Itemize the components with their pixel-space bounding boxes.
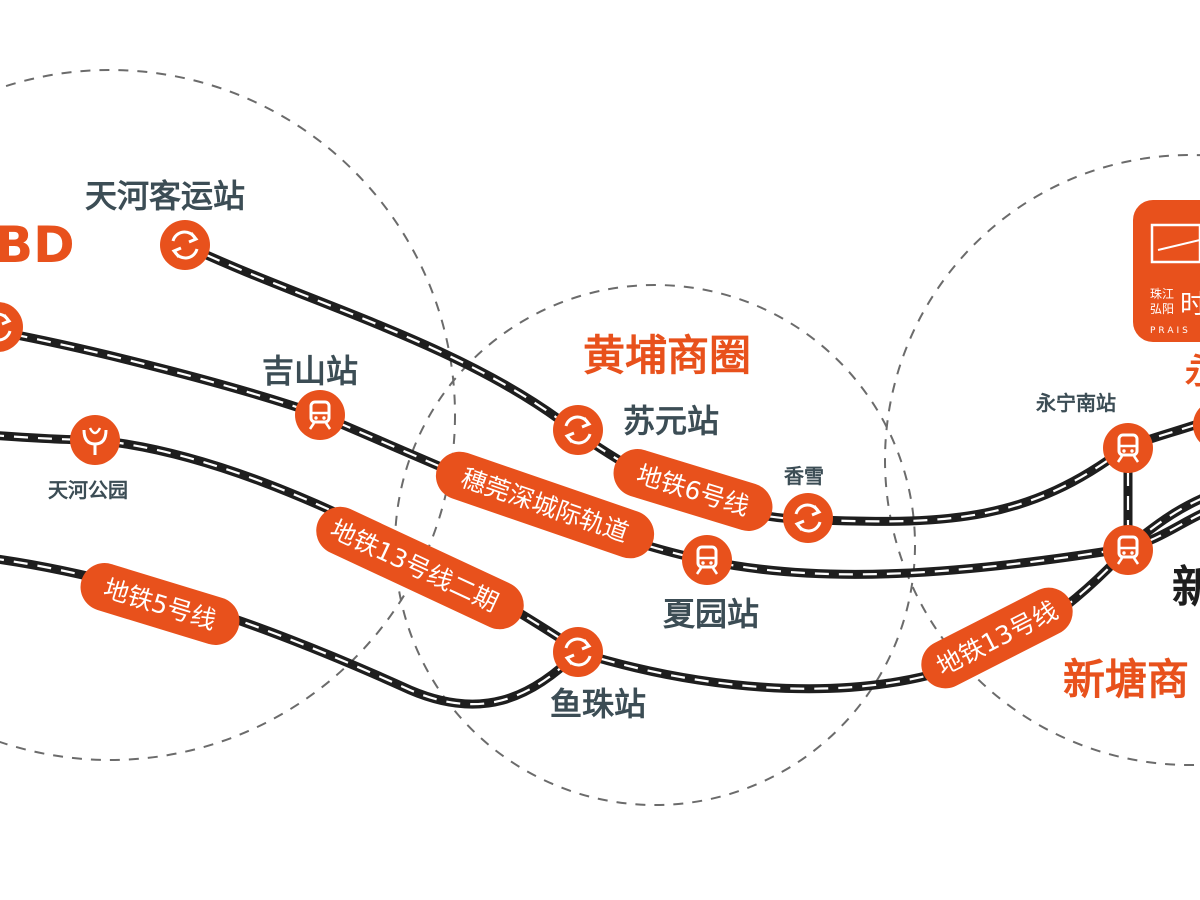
interchange-icon bbox=[781, 491, 835, 545]
metro-station-icon bbox=[1101, 421, 1155, 475]
station-label-xin-partial: 新 bbox=[1172, 562, 1200, 613]
metro-station-icon bbox=[680, 533, 734, 587]
station-label-yuzhu: 鱼珠站 bbox=[550, 685, 646, 723]
xintang-zone-circle bbox=[884, 154, 1200, 766]
station-label-tianhe-gongyuan: 天河公园 bbox=[48, 478, 128, 502]
station-label-xiayuan: 夏园站 bbox=[663, 595, 759, 633]
line5-label: 地铁5号线 bbox=[80, 563, 240, 645]
cbd-zone-circle bbox=[0, 69, 456, 761]
line13-phase2-label: 地铁13号线二期 bbox=[316, 506, 524, 630]
logo-brand-partial: 时 bbox=[1180, 290, 1200, 320]
metro-station-icon bbox=[1101, 523, 1155, 577]
huangpu-district-label: 黄埔商圈 bbox=[583, 331, 751, 380]
interchange-icon bbox=[158, 218, 212, 272]
xintang-district-label: 新塘商 bbox=[1063, 655, 1189, 704]
line13-label: 地铁13号线 bbox=[921, 587, 1073, 689]
logo-brand-cn-bottom: 弘阳 bbox=[1150, 302, 1174, 316]
station-label-yongning-nan: 永宁南站 bbox=[1035, 391, 1116, 415]
station-label-jishan: 吉山站 bbox=[262, 352, 358, 390]
project-logo: 珠江 弘阳 时 PRAIS bbox=[1133, 200, 1200, 342]
logo-brand-cn-top: 珠江 bbox=[1150, 287, 1174, 301]
station-label-tianhe-keyun: 天河客运站 bbox=[85, 177, 245, 215]
station-label-yong-partial: 永 bbox=[1185, 352, 1200, 392]
huangpu-zone-circle bbox=[394, 284, 916, 806]
station-label-suyuan: 苏元站 bbox=[623, 402, 719, 440]
interchange-icon bbox=[551, 625, 605, 679]
interchange-icon bbox=[0, 300, 25, 354]
logo-brand-en: PRAIS bbox=[1150, 326, 1191, 336]
park-icon bbox=[68, 413, 122, 467]
metro-station-icon bbox=[293, 388, 347, 442]
station-label-xiangxue: 香雪 bbox=[784, 464, 824, 488]
interchange-icon bbox=[551, 403, 605, 457]
svg-text:地铁13号线二期: 地铁13号线二期 bbox=[326, 514, 503, 617]
cbd-district-label: BD bbox=[0, 216, 75, 274]
metro-station-icon bbox=[1191, 398, 1200, 452]
